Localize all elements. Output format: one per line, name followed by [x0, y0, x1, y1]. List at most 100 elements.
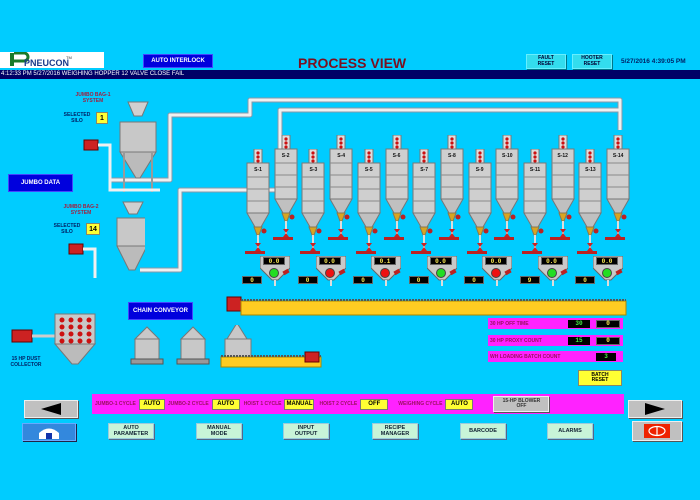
silo[interactable]: S-2 — [272, 134, 299, 247]
silo[interactable]: S-6 — [383, 134, 410, 247]
hooter-reset-button[interactable]: HOOTER RESET — [572, 54, 612, 69]
silo[interactable]: S-13 — [577, 148, 603, 261]
left-arrow-icon — [41, 403, 61, 415]
silo[interactable]: S-14 — [605, 134, 631, 247]
silo[interactable]: S-5 — [355, 148, 382, 261]
selected-label-line2: SILO — [71, 118, 83, 124]
right-arrow-icon — [645, 403, 665, 415]
cycle-value-jumbo-2[interactable]: AUTO — [211, 398, 240, 410]
cycle-label-weighing: WEIGHING CYCLE — [398, 401, 443, 407]
nav-label-line1: AUTO — [123, 424, 139, 431]
logo-text: PNEUCON — [24, 58, 69, 68]
hopper-status-light-icon — [324, 268, 335, 278]
alarm-message: 4:12:33 PM 5/27/2016 WEIGHING HOPPER 12 … — [1, 71, 185, 77]
nav-manual-mode[interactable]: MANUAL MODE — [196, 423, 242, 439]
nav-input-output[interactable]: INPUT OUTPUT — [283, 423, 329, 439]
silo-label: S-4 — [337, 153, 345, 159]
nav-alarms[interactable]: ALARMS — [547, 423, 593, 439]
silo[interactable]: S-7 — [411, 148, 437, 261]
hopper-weight-display: 0.0 — [318, 257, 341, 265]
pipe-network — [110, 97, 623, 273]
hopper-weight-display: 0.0 — [429, 257, 452, 265]
chain-conveyor-button[interactable]: CHAIN CONVEYOR — [128, 302, 193, 320]
jumbo-bag-1-title: JUMBO BAG-1 SYSTEM — [68, 92, 118, 104]
pneucon-logo-icon: PNEUCON TM — [10, 51, 72, 68]
silo[interactable]: S-1 — [245, 148, 271, 261]
back-button[interactable] — [24, 400, 78, 418]
dust-collector-motor-icon — [11, 329, 33, 343]
silo-label: S-14 — [612, 153, 624, 159]
silo-label: S-5 — [364, 167, 373, 173]
blower-line2: OFF — [516, 403, 527, 409]
page-title: PROCESS VIEW — [298, 55, 407, 71]
power-button[interactable] — [632, 421, 682, 441]
home-icon — [39, 428, 59, 439]
forward-button[interactable] — [628, 400, 682, 418]
cycle-value-jumbo-1[interactable]: AUTO — [138, 398, 165, 410]
bin-1 — [130, 326, 164, 365]
jumbo-bag-1-selected-silo[interactable]: 1 — [96, 112, 108, 124]
cycle-value-hoist-2[interactable]: OFF — [360, 398, 389, 410]
silo[interactable]: S-3 — [300, 148, 326, 261]
nav-recipe-manager[interactable]: RECIPE MANAGER — [372, 423, 418, 439]
hopper-weight-display: 0.0 — [485, 257, 507, 265]
fault-reset-line1: FAULT — [538, 55, 554, 61]
silo-label: S-7 — [420, 167, 429, 173]
silo-label: S-10 — [502, 153, 513, 159]
cycle-label-hoist-2: HOIST 2 CYCLE — [319, 401, 358, 407]
cycle-value-weighing[interactable]: AUTO — [445, 398, 474, 410]
hopper-status-light-icon — [546, 268, 557, 278]
hooter-reset-line1: HOOTER — [581, 55, 603, 61]
nav-label-line1: BARCODE — [469, 427, 497, 434]
batch-reset-button[interactable]: BATCH RESET — [578, 370, 622, 386]
jumbo-data-button[interactable]: JUMBO DATA — [8, 174, 73, 192]
silo[interactable]: S-10 — [494, 134, 520, 247]
counter-value-2: 3 — [596, 352, 616, 361]
dust-collector-line2: COLLECTOR — [10, 362, 42, 368]
main-conveyor — [226, 296, 627, 316]
cycle-label-hoist-1: HOIST 1 CYCLE — [243, 401, 282, 407]
nav-label-line1: ALARMS — [558, 427, 582, 434]
fault-reset-button[interactable]: FAULT RESET — [526, 54, 566, 69]
jumbo-bag-1-title-line1: JUMBO BAG-1 — [75, 92, 111, 98]
auto-interlock-button[interactable]: AUTO INTERLOCK — [143, 54, 213, 68]
silo-label: S-2 — [281, 153, 290, 159]
silo-label: S-12 — [557, 153, 568, 159]
silo-graphic — [549, 134, 575, 240]
silo-label: S-8 — [448, 153, 456, 159]
alarm-banner[interactable]: 4:12:33 PM 5/27/2016 WEIGHING HOPPER 12 … — [0, 70, 700, 79]
nav-auto-parameter[interactable]: AUTO PARAMETER — [108, 423, 154, 439]
cycle-label-jumbo-2: JUMBO-2 CYCLE — [167, 401, 209, 407]
silo[interactable]: S-9 — [466, 148, 493, 261]
silo[interactable]: S-11 — [522, 148, 548, 261]
cycle-value-hoist-1[interactable]: MANUAL — [284, 398, 315, 410]
blower-toggle-button[interactable]: 15-HP BLOWER OFF — [493, 396, 550, 412]
silo-graphic — [300, 148, 326, 254]
jumbo-bag-1-title-line2: SYSTEM — [82, 98, 104, 104]
blower-motor-icon — [68, 243, 84, 255]
counter-label: 30 HP PROXY COUNT — [490, 337, 542, 344]
jumbo-bag-2-title-line1: JUMBO BAG-2 — [63, 204, 99, 210]
counter-row-proxy-count: 30 HP PROXY COUNT 15 0 — [488, 335, 623, 346]
jumbo-bag-1-selected-silo-label: SELECTED SILO — [60, 112, 94, 124]
silo[interactable]: S-8 — [438, 134, 465, 247]
silo-graphic — [466, 148, 492, 254]
counter-value-1: 15 — [568, 336, 590, 345]
home-button[interactable] — [22, 423, 76, 441]
nav-label-line2: MODE — [210, 431, 228, 437]
jumbo-bag-2-title: JUMBO BAG-2 SYSTEM — [56, 204, 106, 216]
silo-label: S-13 — [585, 167, 596, 173]
hopper-status-light-icon — [380, 268, 390, 278]
selected-label-line1: SELECTED — [53, 223, 81, 229]
hopper-count-display: 0 — [464, 276, 484, 284]
silo[interactable]: S-12 — [549, 134, 576, 247]
silo[interactable]: S-4 — [328, 134, 354, 247]
nav-barcode[interactable]: BARCODE — [460, 423, 506, 439]
cycle-status-bar: JUMBO-1 CYCLE AUTO JUMBO-2 CYCLE AUTO HO… — [92, 394, 624, 414]
chain-conveyor-motor-icon — [304, 351, 320, 363]
jumbo-bag-2-selected-silo[interactable]: 14 — [86, 223, 100, 235]
silo-graphic — [245, 148, 270, 254]
cycle-label-jumbo-1: JUMBO-1 CYCLE — [95, 401, 136, 407]
